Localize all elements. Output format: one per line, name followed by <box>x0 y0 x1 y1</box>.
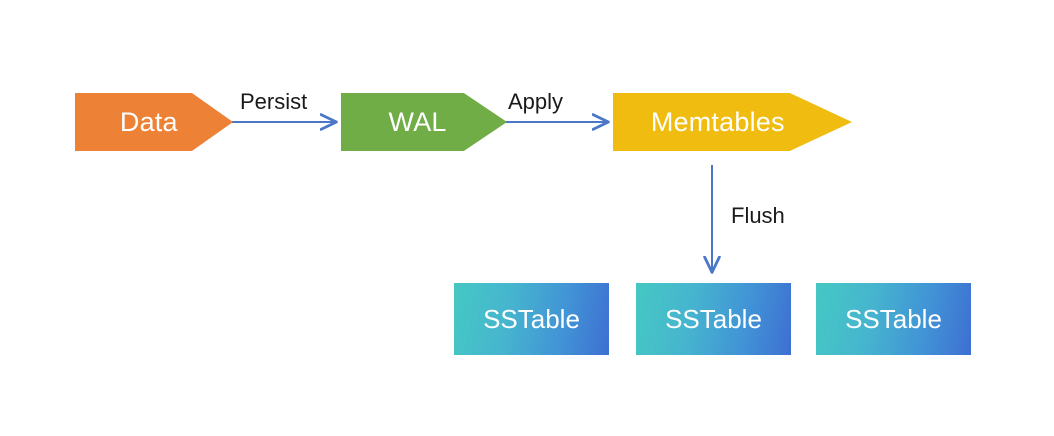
node-sstable-1-label: SSTable <box>483 304 580 334</box>
node-wal[interactable]: WAL <box>341 93 507 151</box>
connector-label-flush: Flush <box>731 203 785 228</box>
node-sstable-2-label: SSTable <box>665 304 762 334</box>
node-sstable-3-label: SSTable <box>845 304 942 334</box>
node-sstable-1[interactable]: SSTable <box>454 283 609 355</box>
node-memtables[interactable]: Memtables <box>613 93 852 151</box>
node-wal-label: WAL <box>388 106 447 137</box>
connector-label-persist: Persist <box>240 89 308 114</box>
node-sstable-2[interactable]: SSTable <box>636 283 791 355</box>
node-data[interactable]: Data <box>75 93 233 151</box>
node-data-label: Data <box>119 106 178 137</box>
node-memtables-label: Memtables <box>650 106 785 137</box>
connector-label-apply: Apply <box>508 89 564 114</box>
node-sstable-3[interactable]: SSTable <box>816 283 971 355</box>
